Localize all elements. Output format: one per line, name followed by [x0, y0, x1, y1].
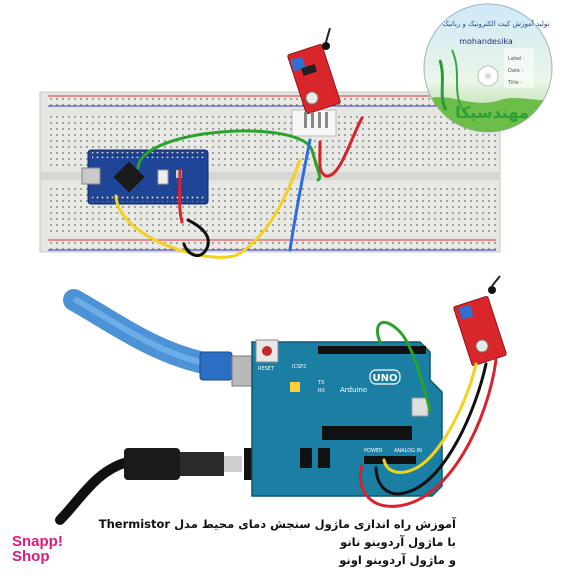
cd-field-title: Title : — [507, 80, 522, 86]
cd-brand-text: مهندسیکا — [455, 103, 529, 122]
uno-tx-label: TX — [317, 380, 325, 386]
arduino-nano — [81, 149, 209, 205]
uno-logo-label: UNO — [373, 373, 398, 384]
uno-reset-label: RESET — [258, 366, 275, 372]
caption-line-3: و ماژول آردوینو اونو — [339, 553, 456, 567]
logo-line-2: Shop — [12, 548, 50, 565]
cd-top-text: تولید آموزش کیت الکترونیک و رباتیک — [443, 19, 550, 28]
caption-line-2: با ماژول آردوینو نانو — [340, 535, 456, 549]
uno-analog-label: ANALOG IN — [394, 448, 422, 454]
thermistor-module-top — [287, 27, 341, 137]
power-plug — [55, 448, 274, 525]
cd-field-label: Label : — [508, 56, 525, 62]
cd-site-text: mohandesika — [459, 37, 513, 46]
thermistor-module-bottom — [453, 275, 507, 367]
cd-field-date: Date : — [508, 68, 524, 74]
uno-wires — [358, 320, 498, 508]
uno-rx-label: RX — [318, 388, 325, 394]
uno-power-label: POWER — [364, 448, 383, 454]
arduino-uno-board: RESET ICSP2 TX RX Arduino UNO POWER ANAL… — [251, 339, 443, 497]
uno-arduino-label: Arduino — [340, 386, 367, 394]
logo-line-1: Snapp! — [12, 533, 63, 550]
usb-cable — [63, 289, 273, 387]
snappshop-logo: Snapp! Shop — [12, 534, 63, 564]
caption-line-1: آموزش راه اندازی ماژول سنجش دمای محیط مد… — [98, 517, 456, 531]
breadboard-wires — [114, 116, 364, 259]
uno-icsp-label: ICSP2 — [292, 364, 306, 370]
